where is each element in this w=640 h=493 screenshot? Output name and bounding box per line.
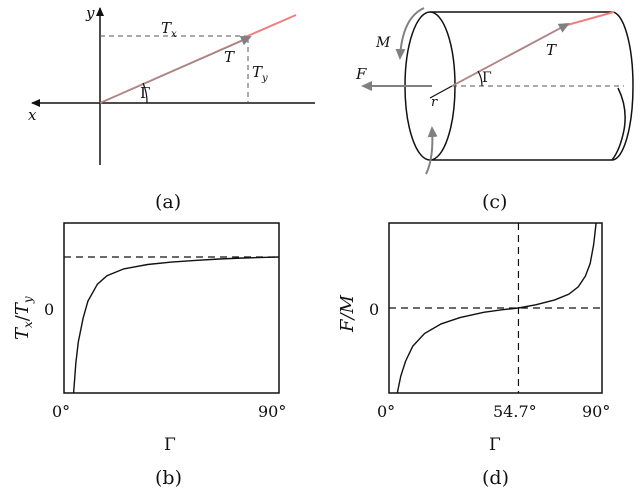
plot-b-xtick-90: 90° [258, 402, 286, 421]
panel-c-caption: (c) [482, 191, 507, 213]
gamma-angle-arc-c [477, 70, 483, 87]
gamma-angle-label: Γ [140, 84, 150, 102]
tx-label: Tx [161, 19, 177, 40]
plot-d-ytick-0: 0 [369, 300, 379, 319]
plot-b-ytick-0: 0 [44, 300, 54, 319]
radius-line [429, 85, 453, 99]
cylinder-back-curve [611, 87, 626, 161]
panel-a: y x Tx T Ty Γ (a) [28, 4, 315, 213]
t-label-c: T [546, 41, 557, 59]
gamma-angle-label-c: Γ [482, 70, 492, 86]
t-label: T [224, 48, 235, 66]
moment-arrow-bottom [425, 126, 438, 175]
plot-b-xtick-0: 0° [52, 402, 70, 421]
y-axis-label: y [85, 4, 95, 22]
x-axis-label: x [28, 106, 37, 124]
tension-vector-c-highlight [451, 27, 561, 87]
plot-d-xtick-90: 90° [582, 402, 610, 421]
panel-b-caption: (b) [155, 467, 182, 489]
panel-d: 0 0° 54.7° 90° F/M Γ (d) [337, 222, 610, 489]
radius-label: r [431, 95, 438, 110]
gamma-angle-arc [142, 82, 148, 104]
panel-b: 0 0° 90° Tx/Ty Γ (b) [12, 222, 286, 489]
plot-d-xtick-54: 54.7° [493, 402, 537, 421]
tension-extension [242, 14, 297, 39]
force-label: F [355, 65, 367, 83]
plot-b-frame [63, 222, 280, 394]
plot-b-xlabel: Γ [164, 435, 176, 455]
plot-b-curve [72, 256, 280, 394]
ty-label: Ty [252, 63, 268, 84]
cylinder-body [430, 11, 634, 161]
panel-a-caption: (a) [155, 191, 181, 213]
panel-d-caption: (d) [482, 467, 509, 489]
plot-d-curve [396, 222, 597, 394]
tension-vector-highlight [99, 39, 243, 104]
plot-b-ylabel: Tx/Ty [12, 296, 35, 340]
plot-d-ylabel: F/M [337, 294, 358, 333]
plot-d-xlabel: Γ [489, 435, 501, 455]
plot-d-xtick-0: 0° [377, 402, 395, 421]
moment-arrow-top [395, 7, 425, 60]
moment-label: M [375, 35, 391, 51]
panel-c: M F r T Γ (c) [355, 7, 634, 213]
